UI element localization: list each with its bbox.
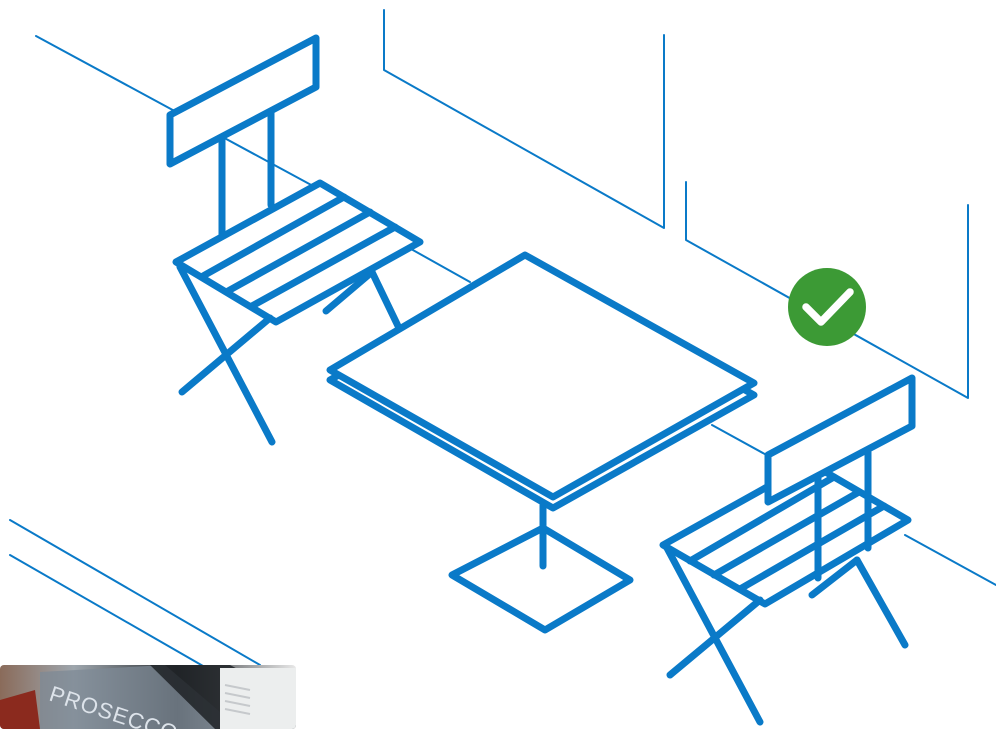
storefront-photo: PROSECCO (0, 665, 296, 729)
floor-line-far-right (905, 535, 996, 585)
chair-right (663, 378, 912, 722)
chair-left-backrest (170, 38, 316, 164)
curb-line-1 (10, 520, 260, 665)
check-badge (788, 268, 866, 346)
curb-line-2 (10, 555, 210, 670)
check-badge-circle (788, 268, 866, 346)
window-frame-left (384, 10, 664, 228)
floor-line-right (712, 425, 772, 458)
table-top (330, 255, 754, 497)
